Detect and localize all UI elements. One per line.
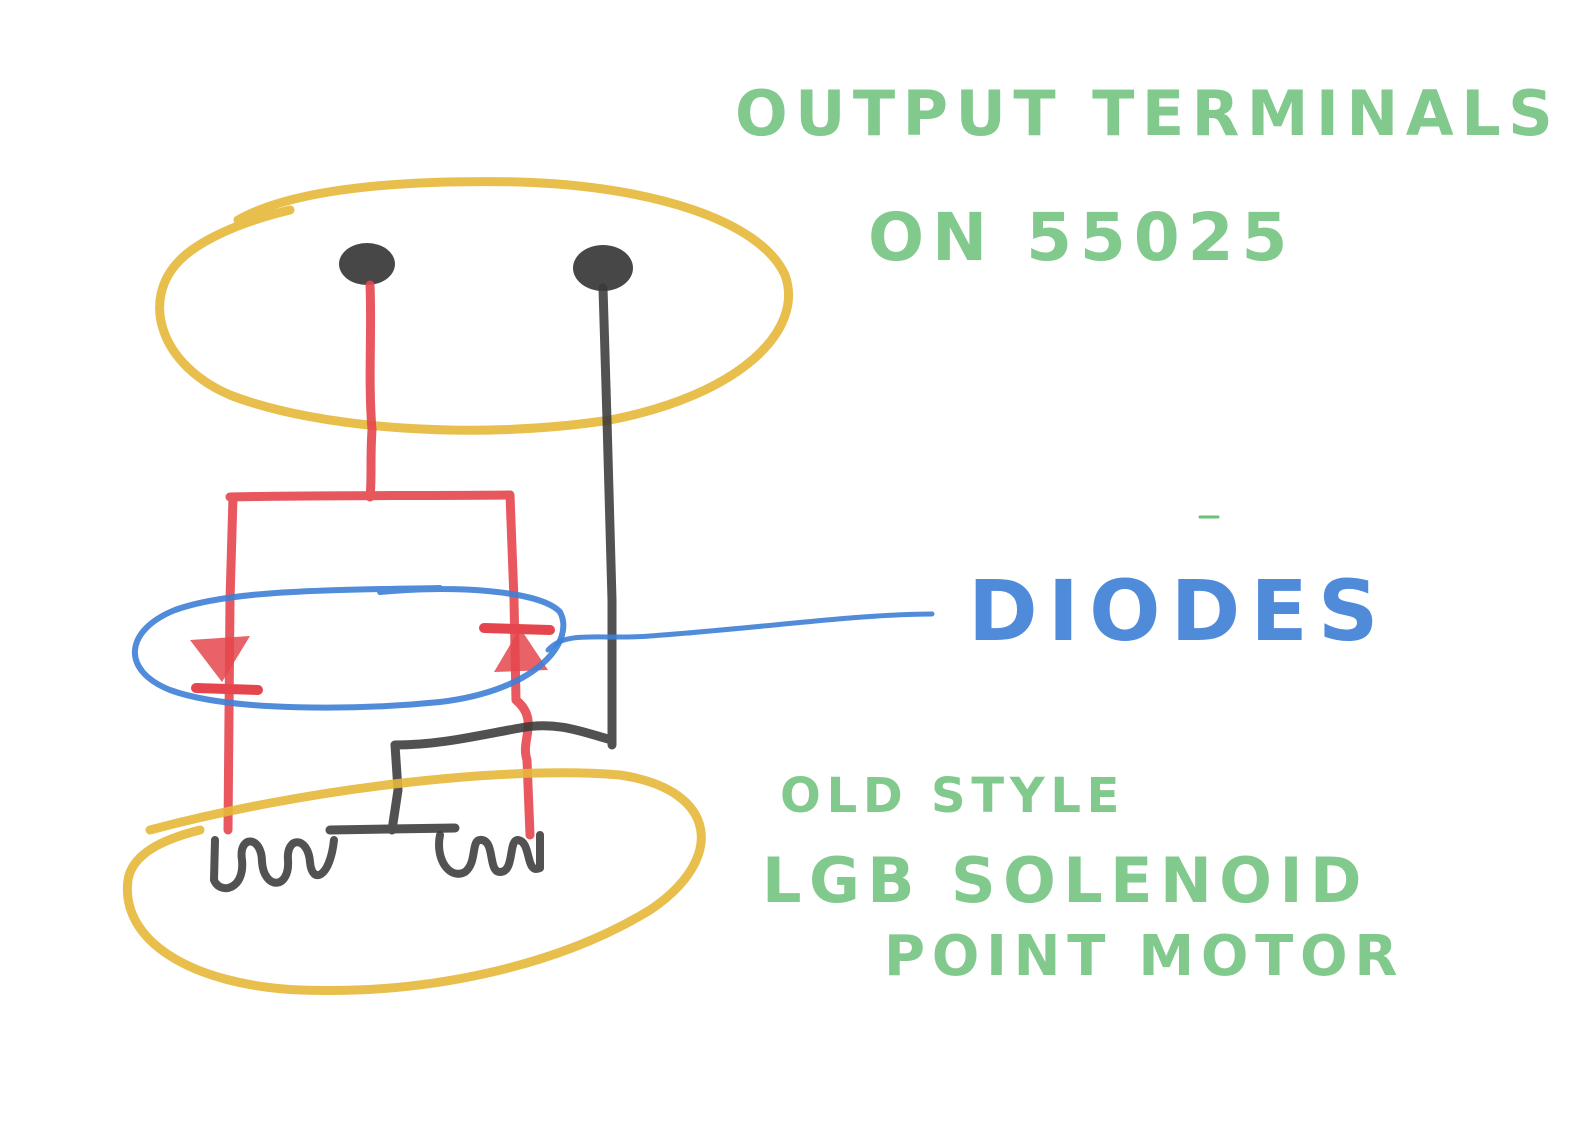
- output-terminals-label-line1: OUTPUT TERMINALS: [735, 77, 1560, 150]
- motor-label-line3: POINT MOTOR: [884, 924, 1404, 989]
- output-terminals-label-line2: ON 55025: [868, 199, 1295, 276]
- diodes-label: DIODES: [968, 562, 1388, 660]
- diodes-ring: [131, 585, 567, 711]
- motor-label-line2: LGB SOLENOID: [762, 844, 1369, 917]
- solenoid-coil-right: [435, 831, 544, 878]
- output-terminals-ring: [155, 177, 794, 435]
- diode-left: [190, 636, 263, 695]
- motor-ring: [122, 768, 706, 995]
- terminal-right: [573, 245, 633, 291]
- motor-label-line1: OLD STYLE: [780, 768, 1125, 824]
- solenoid-coil-left: [210, 836, 338, 893]
- common-wire: [325, 283, 617, 835]
- diode-right: [479, 623, 555, 672]
- positive-wire: [223, 280, 535, 840]
- diodes-leader-line: [545, 611, 935, 653]
- terminal-left: [339, 243, 395, 285]
